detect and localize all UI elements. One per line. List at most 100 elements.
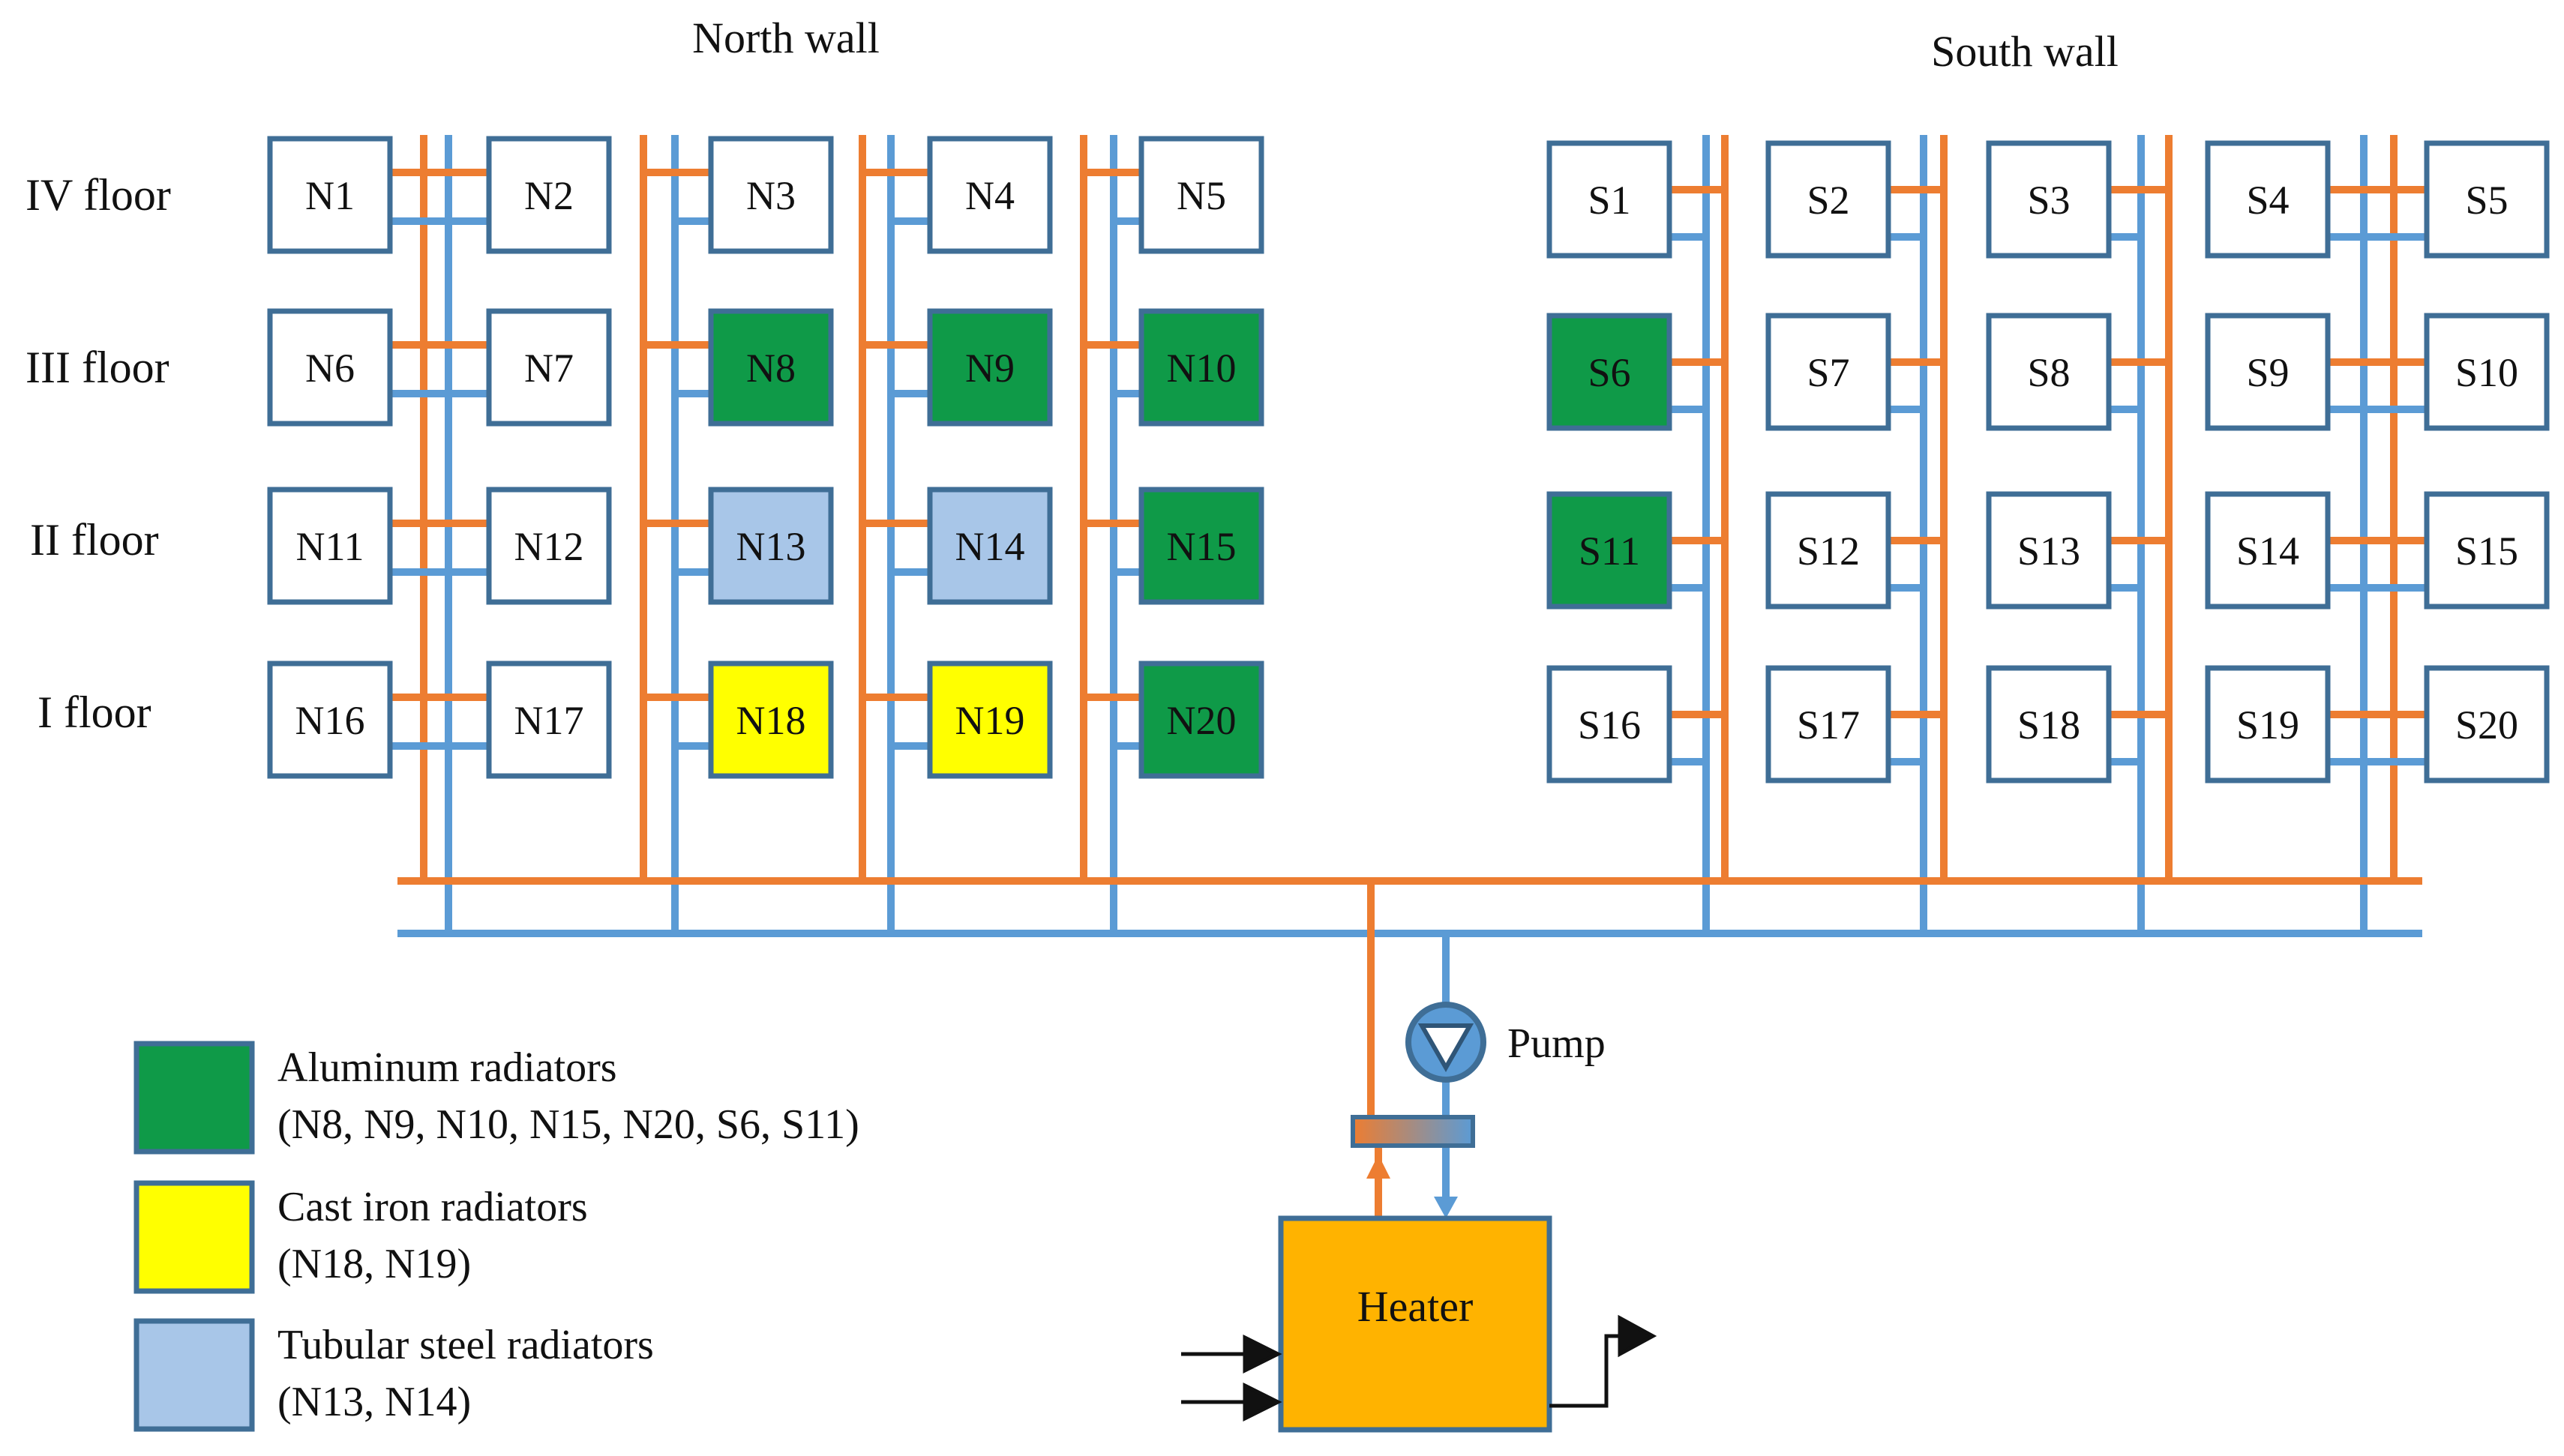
room-s9: S9: [2205, 313, 2331, 431]
room-n11: N11: [267, 487, 393, 605]
room-n15: N15: [1138, 487, 1264, 605]
room-n7: N7: [486, 308, 612, 427]
room-label: N1: [305, 173, 355, 218]
radiator-box: [1138, 487, 1264, 605]
radiator-box: [708, 308, 834, 427]
room-label: S19: [2236, 703, 2299, 747]
room-s19: S19: [2205, 665, 2331, 783]
legend: Aluminum radiators(N8, N9, N10, N15, N20…: [133, 1041, 859, 1432]
room-label: S18: [2017, 703, 2080, 747]
radiator-box: [1986, 491, 2112, 610]
radiator-box: [2205, 313, 2331, 431]
legend-members: (N13, N14): [277, 1379, 471, 1425]
room-s17: S17: [1765, 665, 1891, 783]
room-s15: S15: [2424, 491, 2550, 610]
radiator-box: [1986, 313, 2112, 431]
room-label: S10: [2455, 350, 2518, 395]
radiator-box: [708, 661, 834, 779]
room-n12: N12: [486, 487, 612, 605]
radiator-box: [1546, 313, 1672, 431]
radiator-box: [267, 136, 393, 254]
legend-title: Tubular steel radiators: [277, 1322, 654, 1368]
radiator-box: [1546, 140, 1672, 259]
floor-label-ii: II floor: [30, 515, 159, 565]
room-s1: S1: [1546, 140, 1672, 259]
radiator-box: [1138, 308, 1264, 427]
room-label: S14: [2236, 529, 2299, 574]
radiator-box: [2424, 313, 2550, 431]
room-n20: N20: [1138, 661, 1264, 779]
heat-exchanger-bar: [1351, 1115, 1475, 1148]
room-n16: N16: [267, 661, 393, 779]
room-n9: N9: [927, 308, 1053, 427]
return-flow-arrow: [1434, 1197, 1458, 1218]
outlet-arrowhead: [1618, 1314, 1657, 1358]
room-label: S13: [2017, 529, 2080, 574]
room-n2: N2: [486, 136, 612, 254]
room-s13: S13: [1986, 491, 2112, 610]
room-label: S16: [1578, 703, 1641, 747]
room-s2: S2: [1765, 140, 1891, 259]
pump-triangle: [1417, 1023, 1474, 1073]
radiator-box: [1986, 665, 2112, 783]
radiator-box: [1138, 136, 1264, 254]
legend-item-tubular-steel: Tubular steel radiators (N13, N14): [133, 1318, 654, 1432]
room-label: S9: [2246, 350, 2289, 395]
room-n18: N18: [708, 661, 834, 779]
radiator-box: [1546, 665, 1672, 783]
room-label: S4: [2246, 178, 2289, 223]
room-label: S5: [2465, 178, 2508, 223]
radiator-box: [486, 136, 612, 254]
room-label: N17: [514, 698, 584, 743]
room-label: S8: [2027, 350, 2070, 395]
radiator-box: [927, 661, 1053, 779]
room-label: S3: [2027, 178, 2070, 223]
room-s18: S18: [1986, 665, 2112, 783]
supply-flow-arrow: [1366, 1155, 1390, 1179]
room-s4: S4: [2205, 140, 2331, 259]
room-n6: N6: [267, 308, 393, 427]
room-n17: N17: [486, 661, 612, 779]
radiator-box: [2424, 665, 2550, 783]
room-n8: N8: [708, 308, 834, 427]
room-label: N10: [1167, 346, 1237, 391]
heater-box: [1278, 1215, 1552, 1433]
room-s5: S5: [2424, 140, 2550, 259]
radiator-box: [2424, 491, 2550, 610]
room-label: N20: [1167, 698, 1237, 743]
radiator-box: [927, 487, 1053, 605]
room-label: S20: [2455, 703, 2518, 747]
room-label: N15: [1167, 524, 1237, 569]
room-label: N8: [746, 346, 796, 391]
pipe-network: [390, 135, 2427, 1218]
room-n1: N1: [267, 136, 393, 254]
room-label: N19: [955, 698, 1025, 743]
room-label: N4: [965, 173, 1015, 218]
radiator-box: [486, 487, 612, 605]
room-s11: S11: [1546, 491, 1672, 610]
legend-swatch: [133, 1180, 255, 1294]
room-label: N18: [736, 698, 806, 743]
radiator-box: [927, 136, 1053, 254]
radiator-box: [2424, 140, 2550, 259]
inlet-arrowhead-2: [1243, 1382, 1282, 1422]
legend-swatch: [133, 1318, 255, 1432]
room-s16: S16: [1546, 665, 1672, 783]
room-label: N3: [746, 173, 796, 218]
inlet-arrowhead-1: [1243, 1334, 1282, 1374]
radiator-box: [267, 308, 393, 427]
radiator-box: [486, 308, 612, 427]
room-n13: N13: [708, 487, 834, 605]
radiator-box: [486, 661, 612, 779]
floor-label-iii: III floor: [25, 343, 169, 392]
radiator-box: [1765, 491, 1891, 610]
room-label: S15: [2455, 529, 2518, 574]
pump: Pump: [1405, 1002, 1606, 1083]
room-label: S7: [1807, 350, 1849, 395]
room-label: N6: [305, 346, 355, 391]
room-label: N14: [955, 524, 1025, 569]
radiator-box: [2205, 491, 2331, 610]
south-wall-header: South wall: [1931, 27, 2119, 76]
